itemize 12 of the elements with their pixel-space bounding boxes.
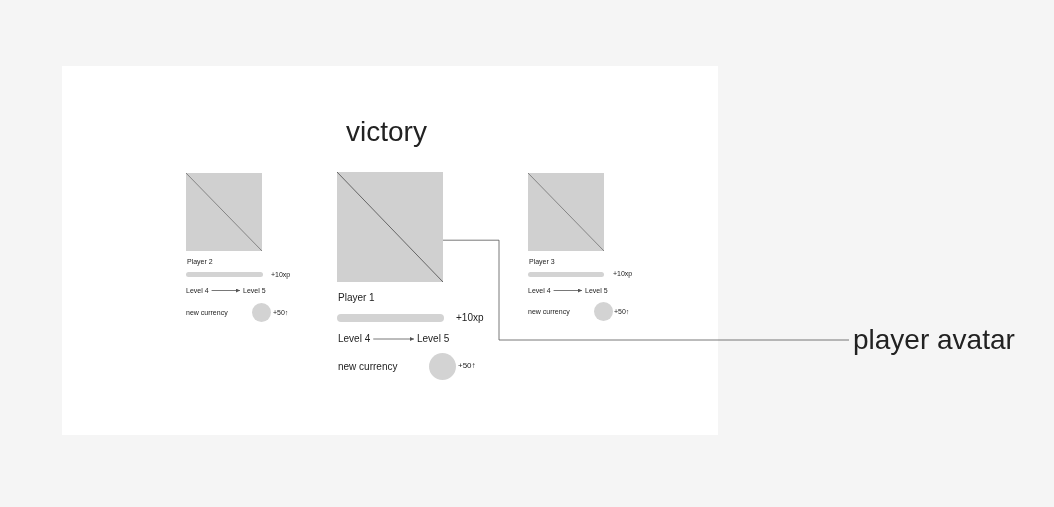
text-label: +50↑: [458, 362, 476, 370]
screen-title: victory: [346, 118, 427, 146]
player-name: Player 1: [338, 293, 375, 303]
screen-frame: [62, 66, 718, 435]
image-placeholder: [186, 173, 262, 251]
leader-line: [442, 239, 850, 341]
level-label: Level 4: [338, 334, 371, 344]
level-label: Level 5: [417, 334, 450, 344]
text-label: new currency: [338, 362, 398, 372]
image-placeholder: [337, 172, 443, 282]
image-placeholder: [528, 173, 604, 251]
annotation-label: player avatar: [853, 326, 1015, 354]
